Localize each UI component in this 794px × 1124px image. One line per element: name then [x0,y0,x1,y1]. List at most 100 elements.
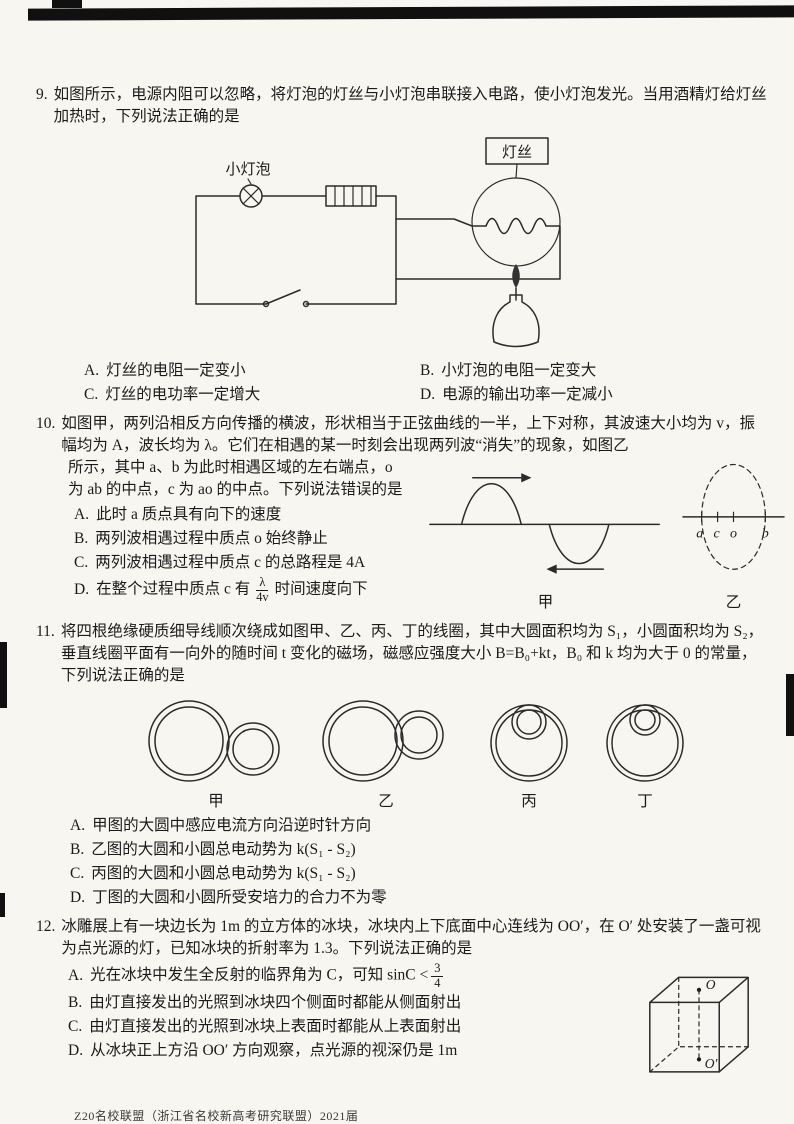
overlap-region-diagram: a c o b [681,457,786,588]
scan-artifact-top-bar [27,5,794,21]
option-text: 灯丝的电阻一定变小 [106,362,246,379]
point-b-label: b [762,525,769,541]
question-12-stem: 冰雕展上有一块边长为 1m 的立方体的冰块，冰块内上下底面中心连线为 OO′，在… [61,918,761,957]
option-d: D.电源的输出功率一定减小 [420,384,770,406]
wave-diagram [428,473,663,574]
switch-blade [266,290,300,304]
option-text: 两列波相遇过程中质点 c 的总路程是 4A [95,554,366,571]
option-label: D. [70,889,86,906]
page-content: 9. 如图所示，电源内阻可以忽略，将灯泡的灯丝与小灯泡串联接入电路，使小灯泡发光… [36,84,770,1069]
lead-wire-top [396,219,486,226]
small-coil-inner [635,710,655,730]
point-ticks [702,512,766,521]
option-text: 两列波相遇过程中质点 o 始终静止 [95,530,328,547]
question-10-options: A.此时 a 质点具有向下的速度 B. 两列波相遇过程中质点 o 始终静止 C. 两… [74,504,410,604]
coil-figures: 甲 乙 [141,695,770,813]
small-coil-inner [401,717,437,753]
circuit-wires [196,196,396,304]
option-label: C. [84,386,99,403]
option-a: A.此时 a 质点具有向下的速度 [74,504,410,526]
scan-artifact-left-mark [0,642,7,708]
battery-hatch [335,186,371,206]
question-9-number: 9. [36,86,48,103]
option-text: 由灯直接发出的光照到冰块四个侧面时都能从侧面射出 [89,994,462,1012]
option-label: A. [84,362,100,379]
question-11-stem: 将四根绝缘硬质细导线顺次绕成如图甲、乙、丙、丁的线圈，其中大圆面积均为 S₁，小… [60,623,764,684]
scan-artifact-right-mark [786,674,794,736]
wave-figure: 甲 [428,457,663,614]
coil-figure-yi: 乙 [311,695,461,813]
option-label: D. [420,386,436,403]
up-pulse [462,484,522,525]
large-coil-inner [155,707,223,775]
question-11-number: 11. [36,623,55,640]
option-label: B. [420,362,435,379]
large-coil-inner [496,710,562,776]
option-text: 从冰块正上方沿 OO′ 方向观察，点光源的视深仍是 1m [90,1042,458,1060]
option-text: 乙图的大圆和小圆总电动势为 k(S₁ - S₂) [91,841,356,858]
point-o-label: o [730,525,737,541]
option-c: C. 两列波相遇过程中质点 c 的总路程是 4A [74,552,410,574]
option-text: 光在冰块中发生全反射的临界角为 C，可知 sinC < [90,966,429,984]
option-label: C. [74,554,89,571]
point-c-label: c [714,525,721,541]
coil-figure-bing: 丙 [481,695,577,813]
label-o: O [706,977,716,992]
option-d: D.丁图的大圆和小圆所受安培力的合力不为零 [70,887,770,909]
fraction-numerator: λ [256,575,269,591]
point-a-label: a [696,525,703,541]
option-label: A. [74,506,90,523]
question-10-stem-part2: 所示，其中 a、b 为此时相遇区域的左右端点，o 为 ab 的中点，c 为 ao… [68,459,403,498]
option-label: B. [74,530,89,547]
option-label: A. [68,966,84,984]
question-12: 12. 冰雕展上有一块边长为 1m 的立方体的冰块，冰块内上下底面中心连线为 O… [36,916,770,1062]
scan-artifact-notch [52,0,82,8]
filament-coil-icon [486,219,546,234]
coil-figure-ding: 丁 [597,695,693,813]
coil-label: 甲 [208,793,224,810]
option-text: 由灯直接发出的光照到冰块上表面时都能从上表面射出 [89,1018,462,1036]
small-coil [227,723,279,775]
option-b: B.小灯泡的电阻一定变大 [420,360,770,382]
down-pulse [549,524,609,563]
left-arrowhead-icon [546,564,557,574]
coil-label: 丙 [521,793,537,810]
bulb-leader-line [248,179,251,184]
cube-hidden-edges [650,977,748,1072]
point-o-prime [696,1057,702,1062]
alcohol-lamp-icon [493,295,539,347]
filament-balloon [472,178,560,266]
question-11: 11. 将四根绝缘硬质细导线顺次绕成如图甲、乙、丙、丁的线圈，其中大圆面积均为 … [36,621,770,909]
large-coil [149,701,229,781]
option-label: C. [68,1018,83,1036]
large-coil [491,705,567,781]
question-9-options: A.灯丝的电阻一定变小 B.小灯泡的电阻一定变大 C.灯丝的电功率一定增大 D.… [84,358,770,406]
circuit-figure: 小灯泡 灯丝 [186,134,770,356]
lead-wire-return [396,226,560,279]
cube-diagram: O O′ [634,960,764,1095]
page-footer: Z20名校联盟（浙江省名校新高考研究联盟）2021届 [74,1109,359,1123]
switch-terminal [304,302,309,307]
coil-diagram-yi [311,695,461,787]
overlap-region-figure: a c o b 乙 [681,457,786,614]
coil-figure-jia: 甲 [141,695,291,813]
large-coil-inner [329,707,397,775]
option-text: 丙图的大圆和小圆总电动势为 k(S₁ - S₂) [91,865,356,882]
filament-leader-line [516,164,517,178]
bulb-label: 小灯泡 [225,161,270,178]
option-b: B.由灯直接发出的光照到冰块四个侧面时都能从侧面射出 [68,992,640,1014]
option-text: 时间速度向下 [274,580,368,598]
scan-artifact-left-mark [0,893,5,917]
circuit-diagram: 小灯泡 灯丝 [186,134,746,356]
question-10-stem-part1: 如图甲，两列沿相反方向传播的横波，形状相当于正弦曲线的一半，上下对称，其波速大小… [61,415,756,454]
option-label: A. [70,817,86,834]
question-9: 9. 如图所示，电源内阻可以忽略，将灯泡的灯丝与小灯泡串联接入电路，使小灯泡发光… [36,84,770,406]
option-label: C. [70,865,85,882]
option-c: C. 丙图的大圆和小圆总电动势为 k(S₁ - S₂) [70,863,770,885]
option-b: B. 两列波相遇过程中质点 o 始终静止 [74,528,410,550]
fraction-denominator: 4v [256,589,269,604]
figure-label-yi: 乙 [725,594,742,611]
